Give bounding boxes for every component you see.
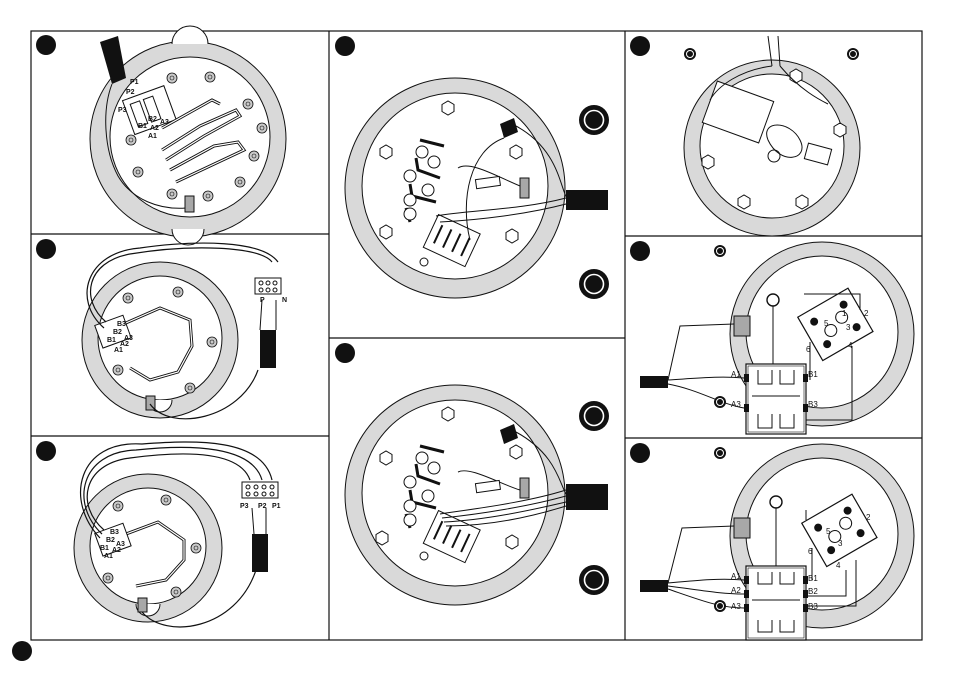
- p8-contact-0: 2: [866, 513, 871, 522]
- p8-block-left-0: A1: [731, 572, 741, 581]
- p2-label-0: B3: [117, 321, 126, 328]
- p8-block-right-0: B1: [808, 574, 818, 583]
- panel-4-flange-connection: [344, 77, 610, 300]
- p7-contact-3: 4: [848, 341, 853, 350]
- p8-block-right-2: B3: [808, 602, 818, 611]
- p3-terminal-2: P1: [272, 503, 281, 510]
- p2-label-2: B1: [107, 337, 116, 344]
- p8-block-right-1: B2: [808, 587, 818, 596]
- p1-label-0: P1: [130, 79, 139, 86]
- p2-label-3: A3: [124, 335, 133, 342]
- p1-label-2: P3: [118, 107, 127, 114]
- p1-label-7: A3: [160, 119, 169, 126]
- p7-contact-1: 2: [864, 309, 869, 318]
- p7-block-right-0: B1: [808, 370, 818, 379]
- panel-5-flange-connection: [344, 384, 610, 606]
- p7-contact-0: 1: [842, 309, 847, 318]
- p8-block-left-1: A2: [731, 586, 741, 595]
- p3-label-3: A3: [116, 541, 125, 548]
- p7-contact-2: 3: [846, 323, 851, 332]
- p8-contact-2: 3: [838, 539, 843, 548]
- p7-block-left-1: A3: [731, 400, 741, 409]
- p3-label-4: A2: [112, 547, 121, 554]
- panel-7-thermostat-wiring: 1 2 3 4 5 6 A1 A3 B1 B3: [640, 241, 915, 435]
- p2-label-4: A2: [120, 341, 129, 348]
- panel-frame: [30, 30, 923, 641]
- panel-1-heater-flange: P1 P2 P3 B2 B1 A2 A1 A3: [89, 25, 287, 246]
- p1-label-3: B2: [148, 116, 157, 123]
- p1-label-6: A1: [148, 133, 157, 140]
- p3-label-1: B2: [106, 537, 115, 544]
- p2-label-1: B2: [113, 329, 122, 336]
- p8-contact-3: 6: [808, 547, 813, 556]
- p8-block-left-2: A3: [731, 602, 741, 611]
- p1-label-1: P2: [126, 89, 135, 96]
- p2-label-5: A1: [114, 347, 123, 354]
- p7-contact-4: 5: [824, 319, 829, 328]
- panel-8-thermostat-wiring: 2 5 3 6 4 A1 A2 A3 B1 B2 B3: [640, 443, 915, 641]
- p1-label-5: A2: [150, 125, 159, 132]
- p3-label-0: B3: [110, 529, 119, 536]
- p1-label-4: B1: [138, 123, 147, 130]
- p2-terminal-1: N: [282, 297, 287, 304]
- p3-label-2: B1: [100, 545, 109, 552]
- p8-contact-4: 4: [836, 561, 841, 570]
- p3-terminal-0: P3: [240, 503, 249, 510]
- panel-2-heater-flange: P N B3 B2 B1 A3 A2 A1: [81, 242, 287, 420]
- panel-6-thermostat-mounting: [683, 35, 861, 237]
- p2-terminal-0: P: [260, 297, 265, 304]
- p7-block-right-1: B3: [808, 400, 818, 409]
- p3-terminal-1: P2: [258, 503, 267, 510]
- panel-3-heater-flange: P3 P2 P1 B3 B2 B1 A3 A2 A1: [73, 441, 281, 628]
- p8-contact-1: 5: [826, 527, 831, 536]
- p7-contact-5: 6: [806, 345, 811, 354]
- p3-label-5: A1: [104, 553, 113, 560]
- p7-block-left-0: A1: [731, 370, 741, 379]
